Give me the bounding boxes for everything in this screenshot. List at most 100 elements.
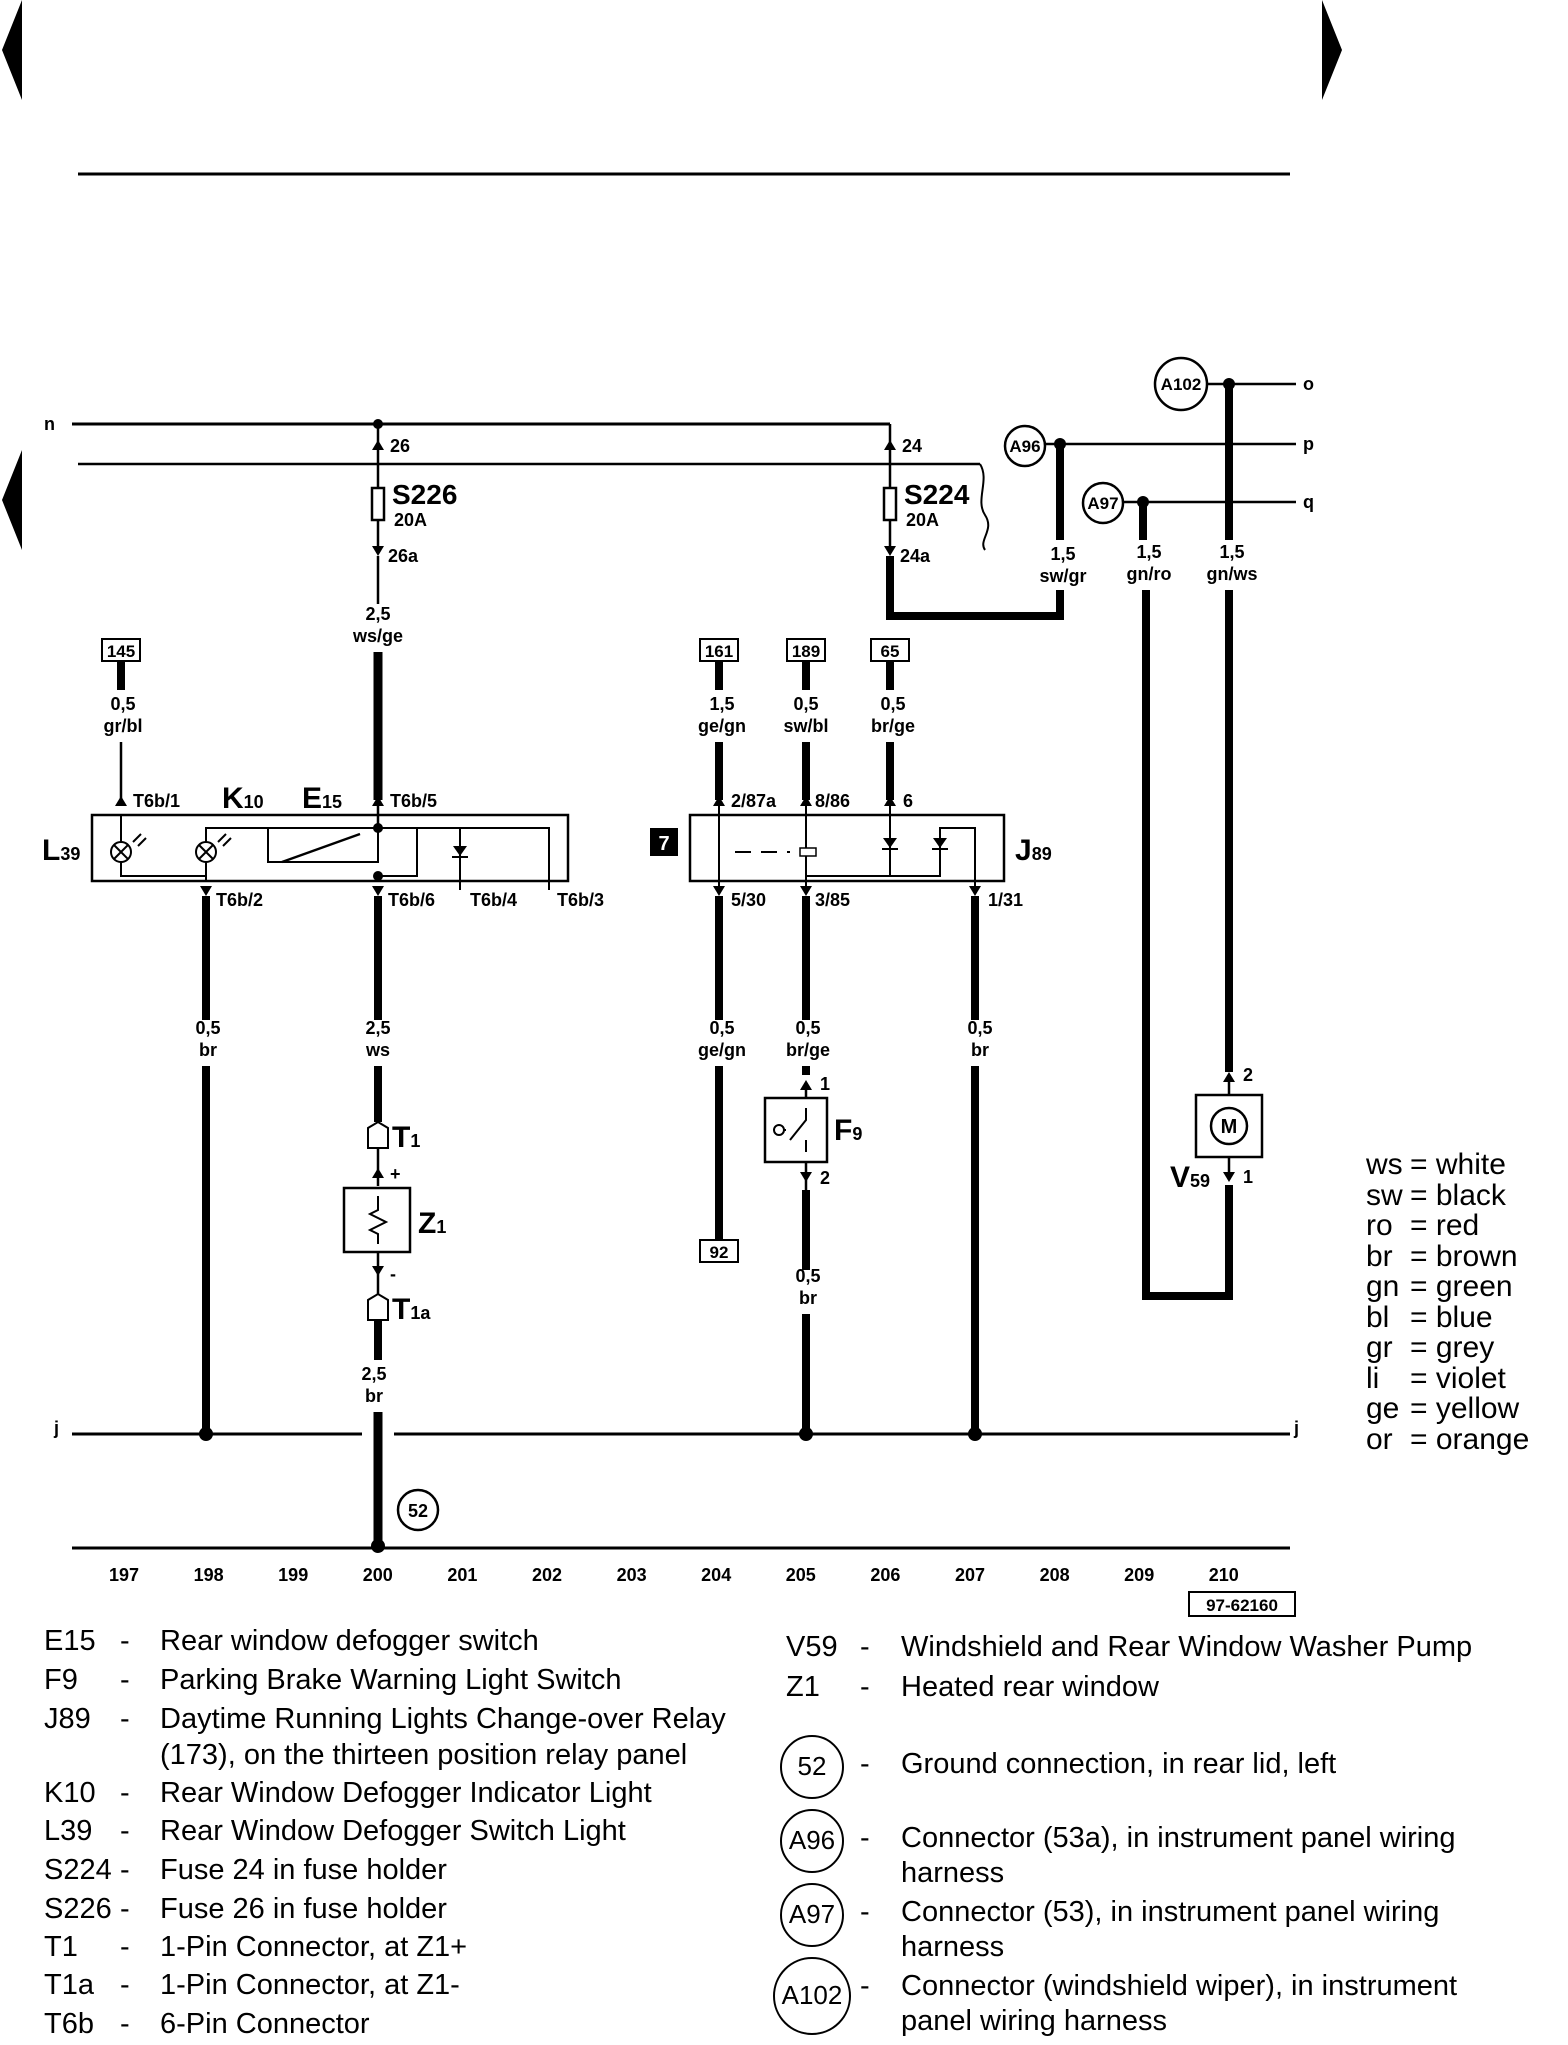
legend-code: K10 xyxy=(44,1777,96,1809)
switch-block-e15[interactable] xyxy=(90,813,570,883)
color-eq: = xyxy=(1410,1148,1436,1181)
legend-description: Parking Brake Warning Light Switch xyxy=(160,1664,622,1696)
pin-arrow xyxy=(800,796,812,806)
pin-z1-minus: - xyxy=(390,1264,396,1284)
pin-26a: 26a xyxy=(388,546,419,566)
color-code: li xyxy=(1366,1361,1380,1395)
color-key-item: br= brown xyxy=(1366,1239,1529,1273)
legend-dash: - xyxy=(860,1671,870,1703)
legend-description: Windshield and Rear Window Washer Pump xyxy=(901,1631,1473,1663)
prev-page-arrow-icon[interactable] xyxy=(2,0,22,100)
wire-size: 1,5 xyxy=(1219,542,1244,562)
k10-label: K10 xyxy=(222,782,264,815)
ref-145: 145 xyxy=(107,642,135,661)
color-code: or xyxy=(1366,1422,1393,1456)
label-q: q xyxy=(1303,492,1314,512)
color-name: white xyxy=(1435,1148,1506,1181)
ref-189: 189 xyxy=(792,642,820,661)
wire-color: br xyxy=(971,1040,989,1060)
legend-item: S226-Fuse 26 in fuse holder xyxy=(0,1890,1568,1930)
pin-arrow xyxy=(372,1266,384,1276)
relay-coil-icon xyxy=(799,847,817,857)
color-key-item: or= orange xyxy=(1366,1422,1529,1456)
legend-dash: - xyxy=(860,1631,870,1663)
diode-icon xyxy=(883,838,897,848)
connector-t1-icon[interactable] xyxy=(367,1120,389,1149)
connector-a102-label: A102 xyxy=(1161,375,1202,394)
prev-section-arrow-icon[interactable] xyxy=(2,450,22,550)
pin-arrow xyxy=(1223,1172,1235,1182)
color-eq: = xyxy=(1410,1392,1436,1425)
track-number: 205 xyxy=(786,1565,816,1585)
relay-j89[interactable] xyxy=(688,813,1006,883)
ref-161: 161 xyxy=(705,642,733,661)
pin-arrow xyxy=(372,1168,384,1178)
ground-52[interactable] xyxy=(396,1488,440,1532)
ref-92-box[interactable] xyxy=(699,1239,739,1263)
ground-52-label: 52 xyxy=(408,1501,428,1521)
fuse-s226[interactable] xyxy=(370,486,386,522)
legend-dash: - xyxy=(120,1815,130,1847)
legend-dash: - xyxy=(120,1969,130,2001)
fuse-s224-name: S224 xyxy=(904,479,970,510)
legend-item: E15-Rear window defogger switch xyxy=(0,1622,1568,1662)
color-key-item: gn= green xyxy=(1366,1271,1529,1303)
wire-color: ge/gn xyxy=(698,716,746,736)
fuse-s224[interactable] xyxy=(882,486,898,522)
pin-arrow xyxy=(969,886,981,896)
next-page-arrow-icon[interactable] xyxy=(1322,0,1342,100)
diode-icon xyxy=(453,846,467,856)
pin-arrow xyxy=(800,1080,812,1090)
wire-color: gn/ro xyxy=(1127,564,1172,584)
legend-dash: - xyxy=(860,1896,870,1928)
legend-description: 1-Pin Connector, at Z1+ xyxy=(160,1931,468,1963)
legend-item: T6b-6-Pin Connector xyxy=(0,2005,1568,2045)
t1-label: T1 xyxy=(392,1121,420,1154)
legend-circled-code: A96 xyxy=(780,1809,844,1873)
legend-item: L39-Rear Window Defogger Switch Light xyxy=(0,1812,1568,1852)
junction xyxy=(373,871,383,881)
color-eq: = xyxy=(1410,1178,1436,1212)
color-eq: = xyxy=(1410,1300,1436,1334)
legend-description: Connector (windshield wiper), in instrum… xyxy=(901,1970,1458,2002)
pin-24: 24 xyxy=(902,436,922,456)
pin-f9-1: 1 xyxy=(820,1074,830,1094)
wire-size: 1,5 xyxy=(1050,544,1075,564)
track-number: 210 xyxy=(1209,1565,1239,1585)
junction xyxy=(799,1427,813,1441)
pin-8-86: 8/86 xyxy=(815,791,850,811)
pin-arrow xyxy=(115,796,127,806)
color-code: bl xyxy=(1366,1300,1390,1334)
connector-a96-label: A96 xyxy=(1009,437,1040,456)
wire-size: 0,5 xyxy=(967,1018,992,1038)
pin-5-30: 5/30 xyxy=(731,890,766,910)
wire-color: br/ge xyxy=(786,1040,830,1060)
color-name: black xyxy=(1435,1178,1506,1212)
legend-description: Connector (53a), in instrument panel wir… xyxy=(901,1822,1456,1854)
legend-code: F9 xyxy=(44,1664,78,1696)
drawing-number-box xyxy=(1188,1591,1296,1617)
legend-description-line2: harness xyxy=(901,1857,1005,1889)
legend-description: Ground connection, in rear lid, left xyxy=(901,1748,1337,1780)
pin-v59-1: 1 xyxy=(1243,1167,1253,1187)
legend-description: Fuse 26 in fuse holder xyxy=(160,1893,447,1925)
ground-junction xyxy=(371,1539,385,1553)
label-j-left: j xyxy=(53,1418,59,1438)
pin-24a: 24a xyxy=(900,546,931,566)
connector-a96[interactable] xyxy=(1003,424,1047,468)
break-mark xyxy=(979,463,990,551)
legend-dash: - xyxy=(120,1893,130,1925)
pin-arrow xyxy=(713,886,725,896)
diode-icon xyxy=(933,838,947,848)
color-name: brown xyxy=(1435,1239,1518,1273)
color-name: yellow xyxy=(1435,1392,1520,1425)
pin-arrow xyxy=(884,440,896,450)
legend-description: 6-Pin Connector xyxy=(160,2008,370,2040)
legend-code: S224 xyxy=(44,1854,112,1886)
pin-arrow xyxy=(372,440,384,450)
pin-6: 6 xyxy=(903,791,913,811)
pin-t6b3: T6b/3 xyxy=(557,890,604,910)
connector-t1a-icon[interactable] xyxy=(367,1292,389,1321)
legend-dash: - xyxy=(860,1748,870,1780)
t1a-label: T1a xyxy=(392,1293,431,1326)
